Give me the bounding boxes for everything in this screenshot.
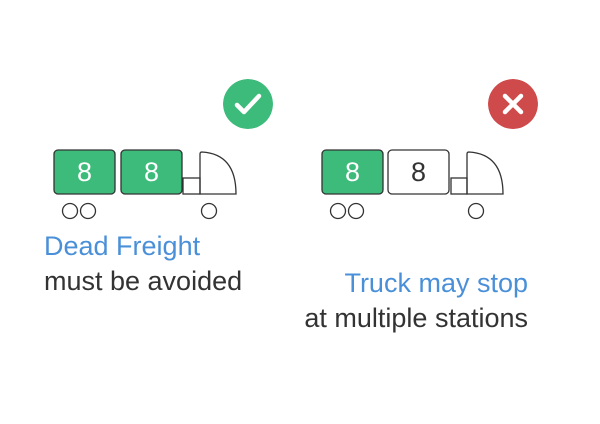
container-2: 8	[120, 149, 183, 195]
container-2-label: 8	[411, 157, 426, 187]
container-1: 8	[321, 149, 384, 195]
panel-dead-freight: 8 8 Dead Freight must be avoided	[44, 79, 273, 299]
caption-accent: Dead Freight	[44, 231, 201, 261]
truck-cab	[182, 151, 237, 195]
wheels	[61, 202, 218, 220]
container-2-box	[387, 149, 450, 195]
container-1-box	[321, 149, 384, 195]
container-1-label: 8	[77, 157, 92, 187]
cross-icon	[488, 79, 538, 129]
caption-multiple-stops: Truck may stop at multiple stations	[304, 266, 528, 336]
wheels	[329, 202, 485, 220]
truck-diagram: 8 8	[321, 149, 504, 220]
caption-plain: must be avoided	[44, 266, 243, 296]
container-1-label: 8	[345, 157, 360, 187]
check-icon	[223, 79, 273, 129]
container-1: 8	[53, 149, 116, 195]
panel-multiple-stops: 8 8 Truck may stop at multiple stations	[300, 0, 600, 424]
caption-plain: at multiple stations	[304, 303, 528, 333]
container-2: 8	[387, 149, 450, 195]
truck-cab	[450, 151, 504, 195]
truck-diagram: 8 8	[53, 149, 237, 220]
container-2-box	[120, 149, 183, 195]
container-2-label: 8	[144, 157, 159, 187]
check-badge-bg	[223, 79, 273, 129]
caption-accent: Truck may stop	[344, 268, 528, 298]
container-1-box	[53, 149, 116, 195]
caption-dead-freight: Dead Freight must be avoided	[44, 229, 242, 299]
